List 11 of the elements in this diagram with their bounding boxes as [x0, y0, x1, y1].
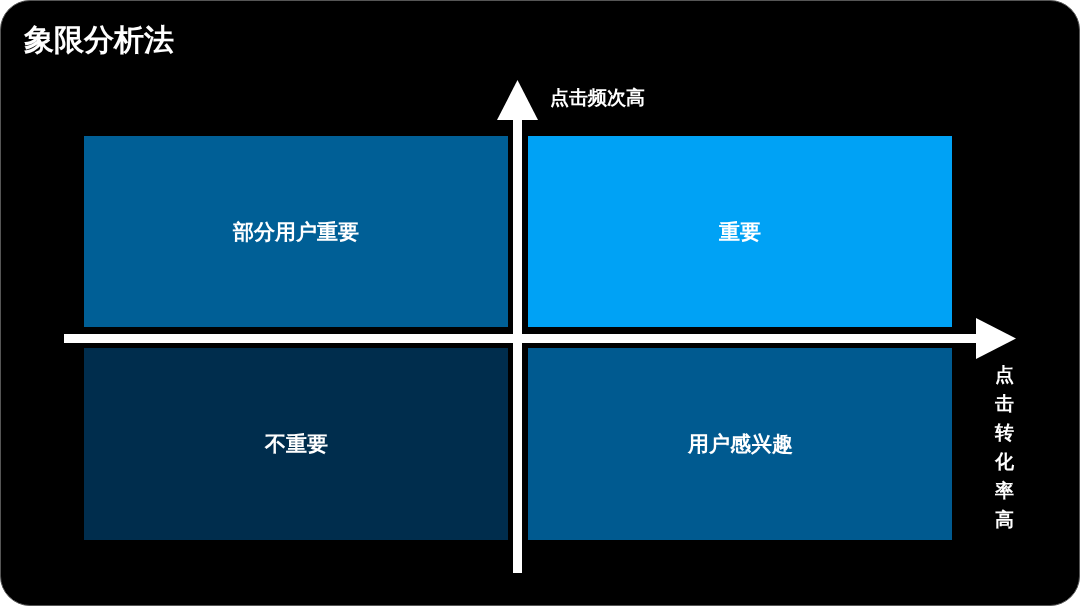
quadrant-label: 重要 [719, 218, 761, 246]
diagram-title: 象限分析法 [24, 21, 174, 59]
quadrant-label: 部分用户重要 [233, 218, 359, 246]
quadrant-label: 用户感兴趣 [687, 431, 793, 458]
quadrant-panel [528, 136, 952, 327]
axis-label: 点击频次高 [550, 85, 645, 109]
axis-label: 点击转化率高 [994, 362, 1014, 532]
quadrant-panel [528, 348, 952, 540]
quadrant-label: 不重要 [264, 431, 328, 458]
quadrant-panel [84, 136, 508, 327]
quadrant-panel [84, 348, 508, 540]
